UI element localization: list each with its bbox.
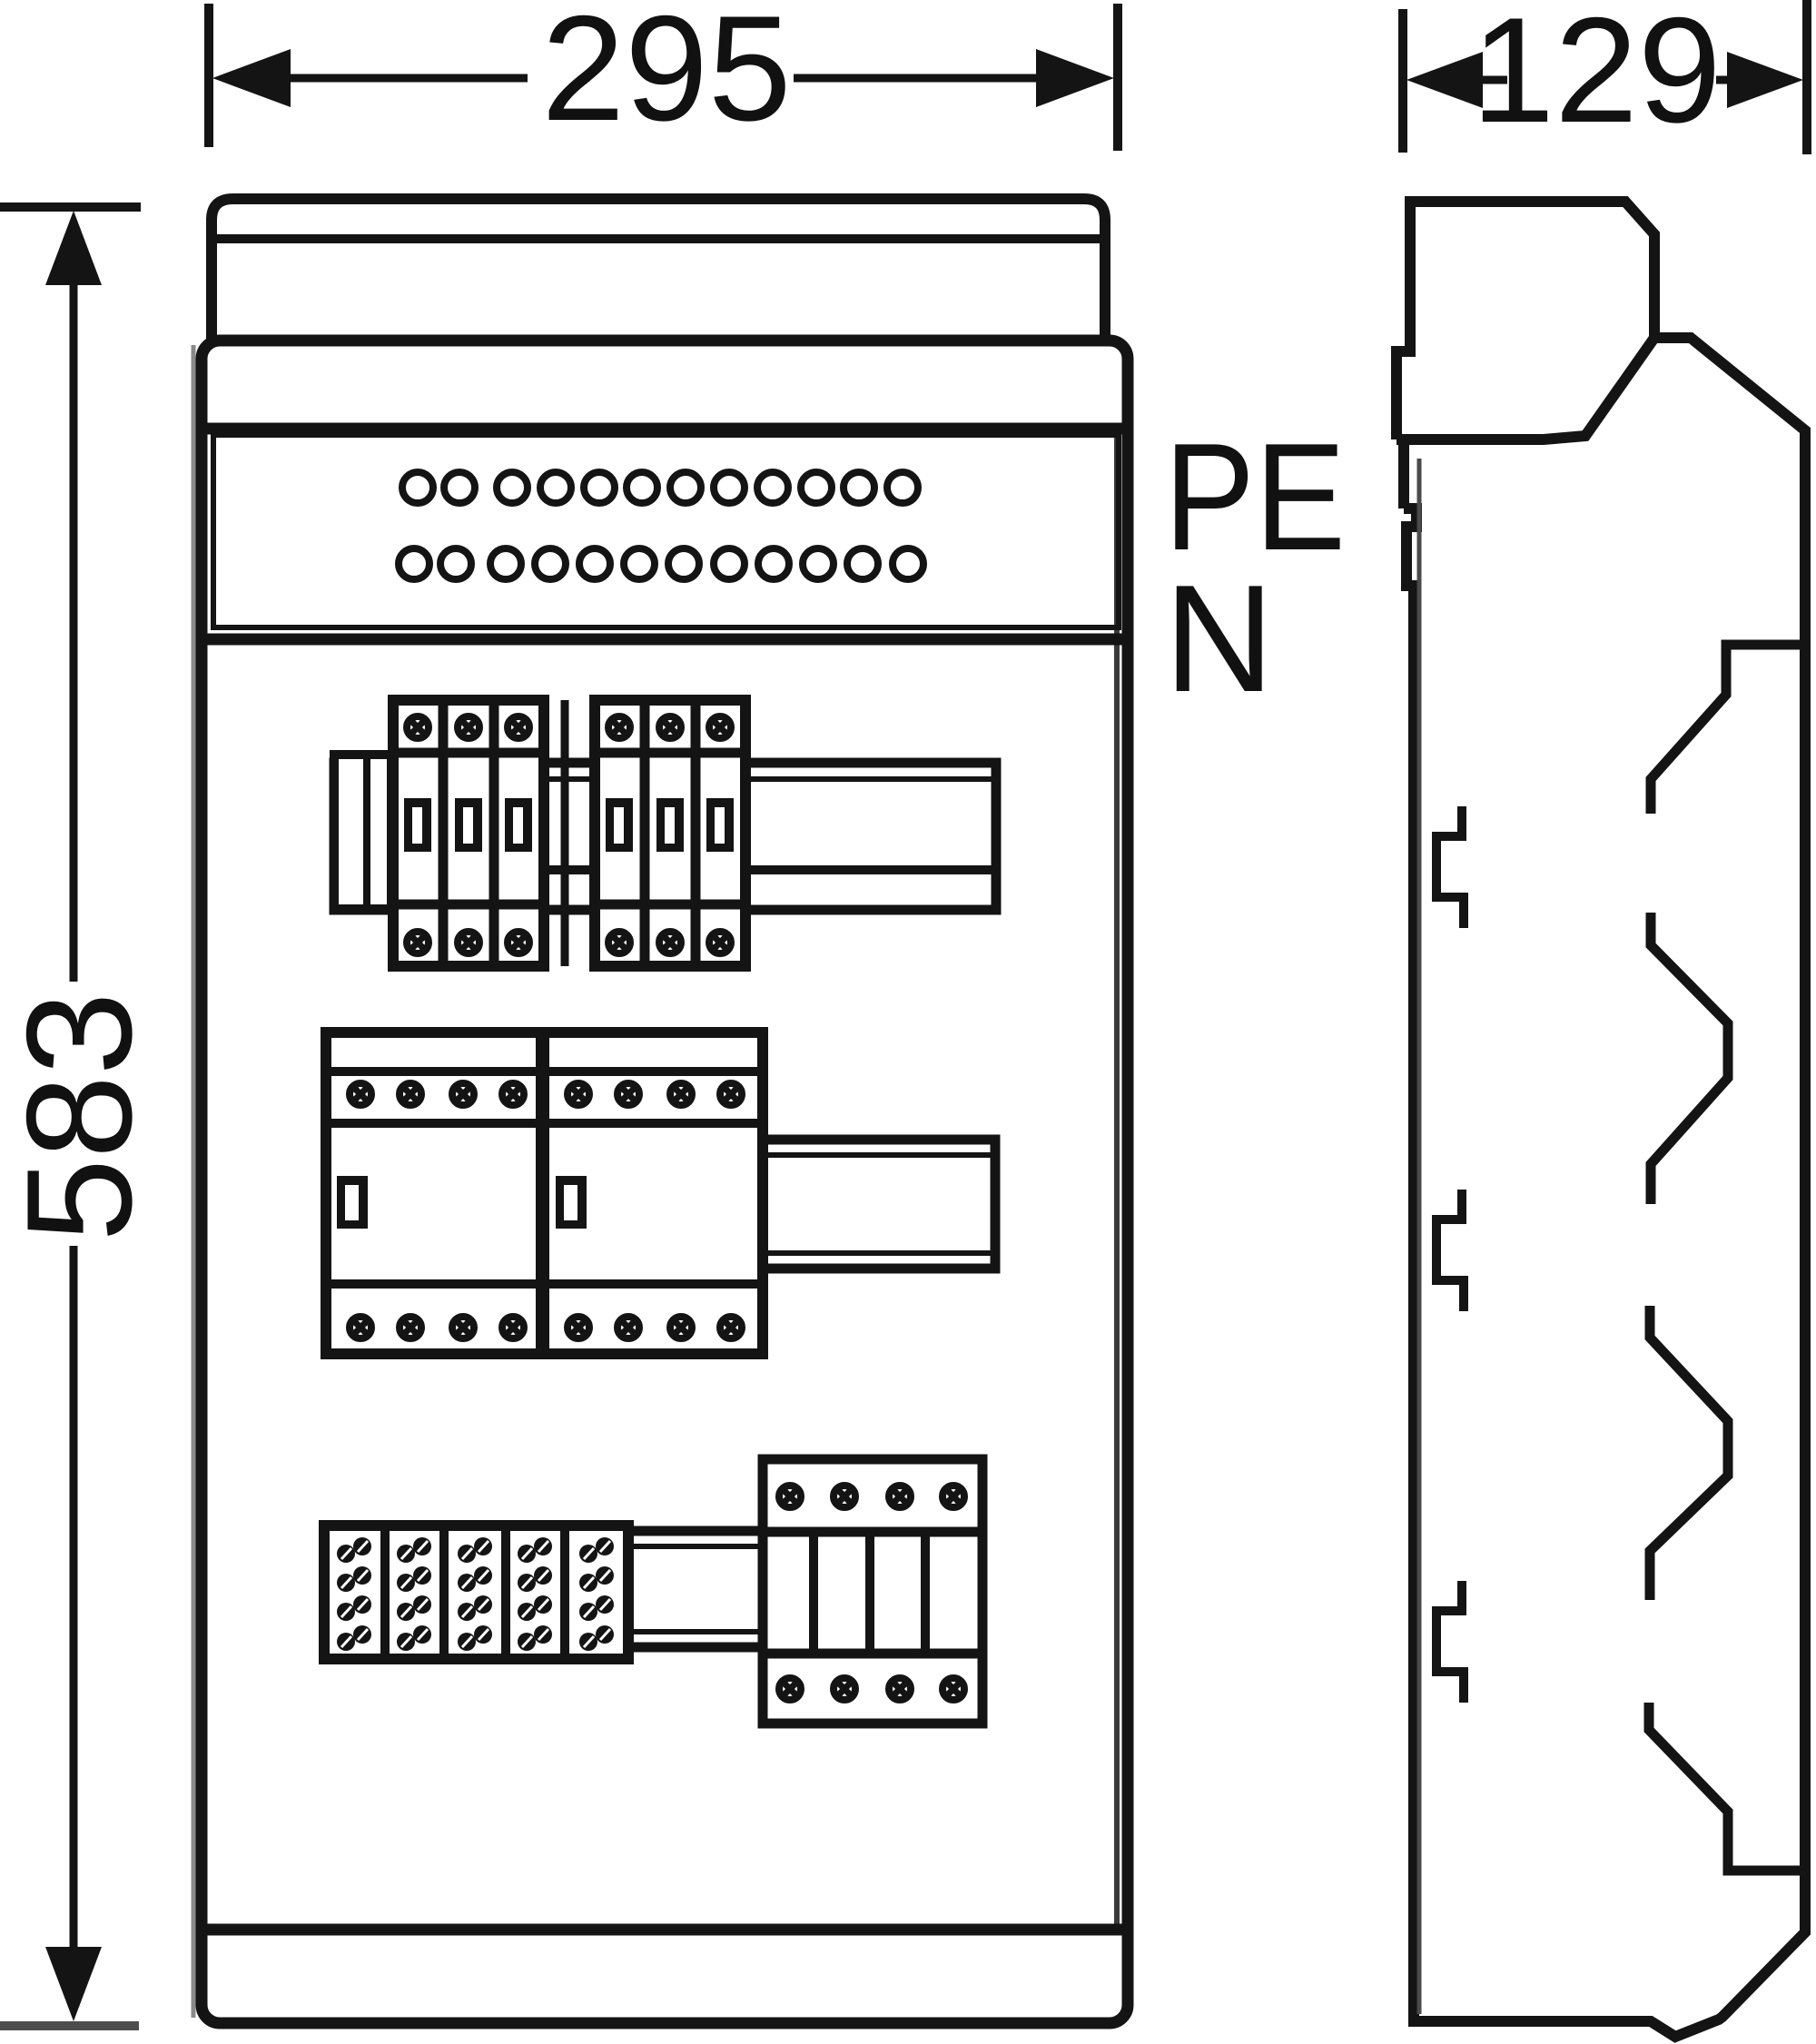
svg-text:N: N [1164, 553, 1274, 724]
svg-text:129: 129 [1471, 0, 1721, 153]
svg-text:583: 583 [0, 992, 163, 1241]
svg-text:295: 295 [541, 0, 791, 152]
svg-text:PE: PE [1164, 411, 1346, 582]
